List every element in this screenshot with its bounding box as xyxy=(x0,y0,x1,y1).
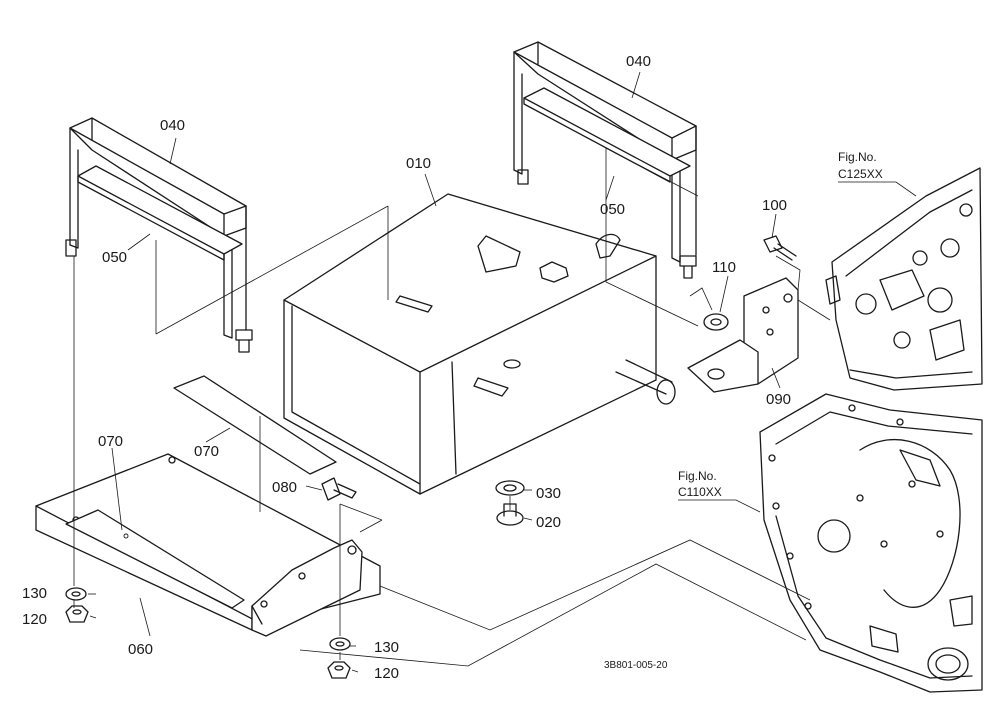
label-130-right: 130 xyxy=(374,639,399,656)
label-120-right: 120 xyxy=(374,665,399,682)
drain-plug-020 xyxy=(496,503,524,526)
label-050-right: 050 xyxy=(600,201,625,218)
bolt-100 xyxy=(763,235,797,261)
assembly-lines xyxy=(73,147,831,667)
label-030: 030 xyxy=(536,485,561,502)
label-070-lower: 070 xyxy=(98,433,123,450)
mounting-bracket-090 xyxy=(687,277,799,393)
right-band-pad-050 xyxy=(523,87,691,183)
right-band-bolts xyxy=(517,169,697,279)
fig-ref-c125xx-line1: Fig.No. xyxy=(838,150,877,164)
label-130-left: 130 xyxy=(22,585,47,602)
left-tank-band-040 xyxy=(69,117,247,339)
base-pad-070-lower xyxy=(65,509,245,609)
label-090: 090 xyxy=(766,391,791,408)
label-060: 060 xyxy=(128,641,153,658)
fuel-tank-010 xyxy=(283,193,676,495)
label-110: 110 xyxy=(712,259,736,276)
nut-120-right xyxy=(327,661,351,679)
fig-ref-c110xx-line1: Fig.No. xyxy=(678,469,717,483)
left-band-bolts xyxy=(65,239,253,353)
left-band-pad-050 xyxy=(77,165,243,261)
fig-ref-c125xx-line2: C125XX xyxy=(838,167,883,181)
washer-110 xyxy=(703,313,729,331)
transmission-housing-c110xx xyxy=(759,393,983,693)
label-050-left: 050 xyxy=(102,249,127,266)
label-080: 080 xyxy=(272,479,297,496)
label-020: 020 xyxy=(536,514,561,531)
washer-130-right xyxy=(329,637,351,651)
drawing-code: 3B801-005-20 xyxy=(604,660,668,671)
label-120-left: 120 xyxy=(22,611,47,628)
washer-130-left xyxy=(65,587,87,601)
gasket-030 xyxy=(495,480,525,496)
label-040-right: 040 xyxy=(626,53,651,70)
pad-070-upper xyxy=(173,375,337,475)
nut-120-left xyxy=(65,605,89,623)
label-100: 100 xyxy=(762,197,787,214)
label-070-upper: 070 xyxy=(194,443,219,460)
transmission-housing-c125xx xyxy=(825,167,983,391)
label-010: 010 xyxy=(406,155,431,172)
label-leaders xyxy=(88,71,917,673)
label-040-left: 040 xyxy=(160,117,185,134)
fig-ref-c110xx-line2: C110XX xyxy=(678,485,722,499)
bolt-080 xyxy=(321,477,357,501)
